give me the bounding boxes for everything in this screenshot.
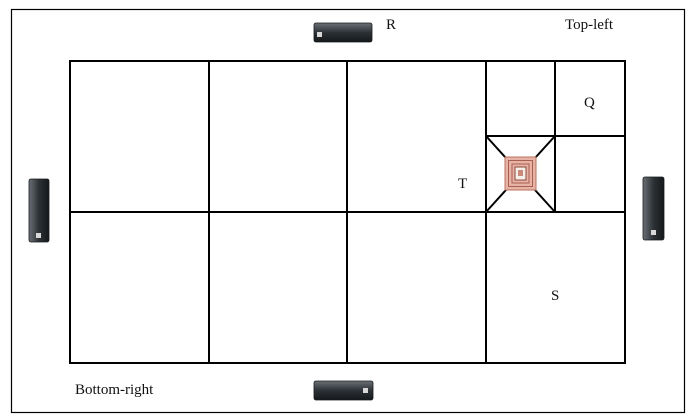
rfid-reader-icon-bottom — [314, 381, 373, 400]
label-t: T — [458, 177, 467, 192]
rfid-reader-icon-left — [29, 179, 49, 242]
rfid-tag-icon — [505, 157, 536, 190]
rfid-reader-icon-right — [643, 177, 664, 240]
label-bottom-right: Bottom-right — [75, 383, 153, 398]
label-r: R — [386, 18, 396, 33]
label-s: S — [551, 289, 559, 304]
label-top-left: Top-left — [565, 18, 613, 33]
label-q: Q — [584, 96, 595, 111]
rfid-reader-icon-top — [314, 23, 372, 42]
